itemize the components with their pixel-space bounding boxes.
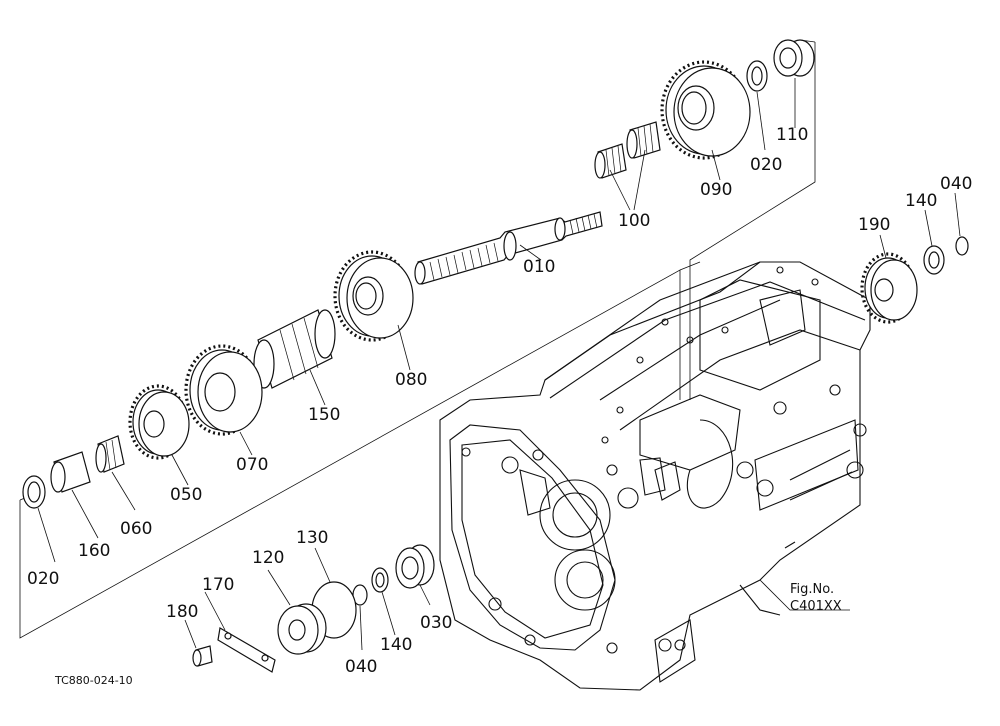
label-040-right: 040 [940,174,972,194]
label-170: 170 [202,575,234,595]
label-180: 180 [166,602,198,622]
washer-020-left [22,475,46,509]
fig-no-value: C401XX [790,599,842,614]
gear-090 [660,60,751,160]
plate-170 [217,627,276,673]
label-120: 120 [252,548,284,568]
washer-140-lower [371,567,389,593]
label-010: 010 [523,257,555,277]
label-020-left: 020 [27,569,59,589]
label-190: 190 [858,215,890,235]
bearing-110 [773,39,815,77]
label-030: 030 [420,613,452,633]
gear-080 [333,250,414,342]
figure-number: Fig.No. C401XX [790,582,842,614]
label-130: 130 [296,528,328,548]
snap-ring-040-right [955,236,969,256]
label-060: 060 [120,519,152,539]
label-100: 100 [618,211,650,231]
washer-020-top [746,60,768,92]
needle-bearings-100 [594,121,661,179]
fig-no-label: Fig.No. [790,582,834,597]
part-labels: 010 020 020 030 040 040 050 060 070 080 … [27,125,972,677]
needle-bearing-060 [95,435,125,473]
bolt-180 [192,645,213,667]
leader-lines [37,78,961,651]
bearing-030 [395,544,435,589]
label-090: 090 [700,180,732,200]
gear-050 [128,384,190,460]
label-140-right: 140 [905,191,937,211]
label-150: 150 [308,405,340,425]
label-110: 110 [776,125,808,145]
cover-120 [277,603,327,655]
gear-070 [184,344,263,436]
transmission-case [439,261,871,691]
sleeve-150 [253,309,336,389]
washer-140-right [923,245,945,275]
label-160: 160 [78,541,110,561]
collar-160 [50,451,91,493]
gear-190 [860,252,918,324]
label-140-lower: 140 [380,635,412,655]
drawing-code: TC880-024-10 [54,674,133,687]
main-shaft [414,211,603,285]
label-040-lower: 040 [345,657,377,677]
label-080: 080 [395,370,427,390]
label-050: 050 [170,485,202,505]
label-070: 070 [236,455,268,475]
label-020-top: 020 [750,155,782,175]
